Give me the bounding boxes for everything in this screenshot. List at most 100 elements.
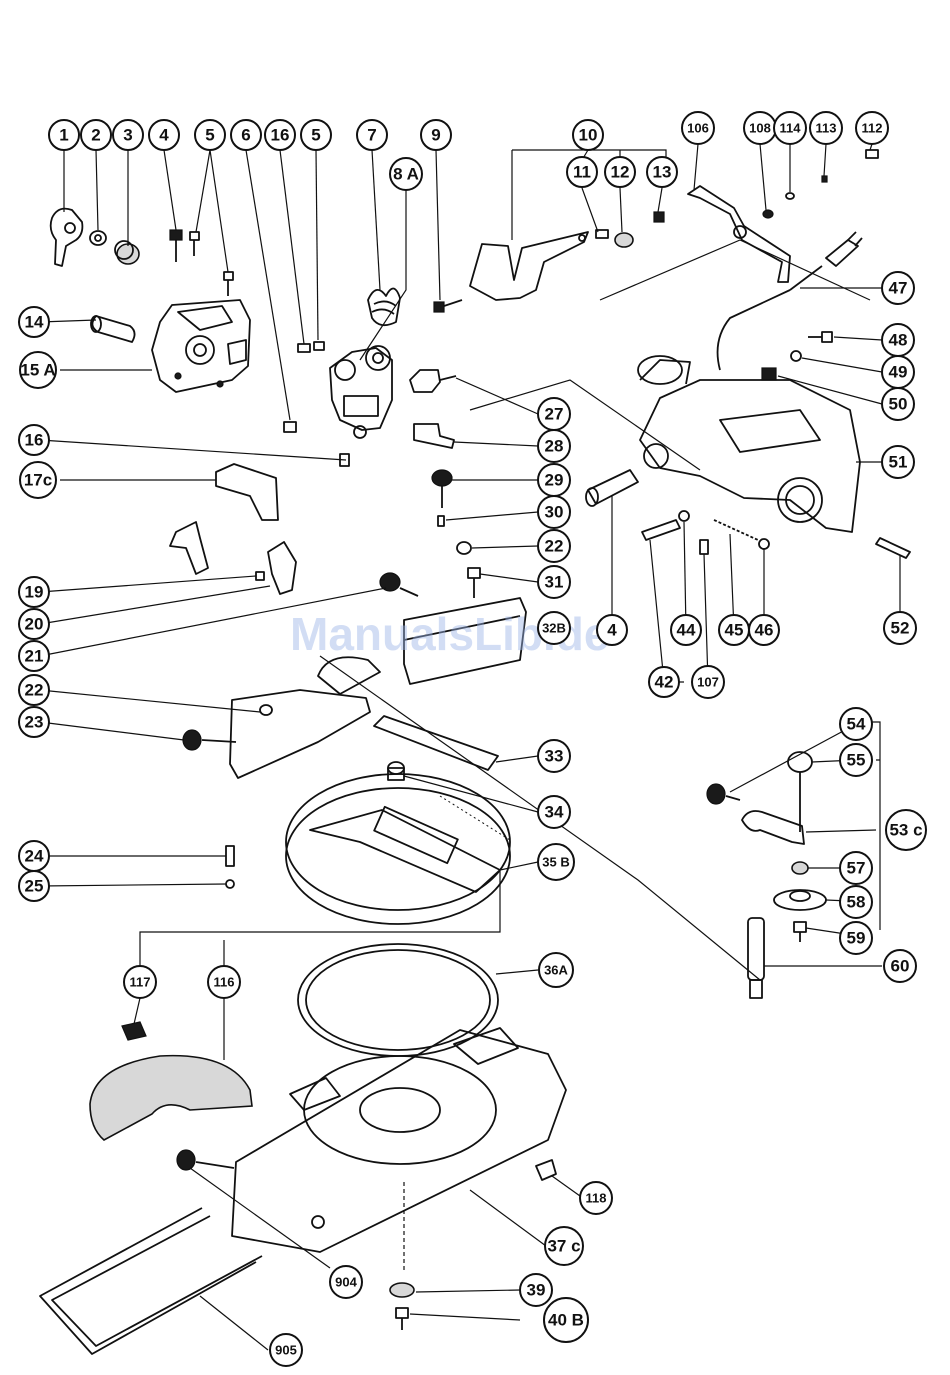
label-45: 45	[719, 615, 749, 645]
label-4b: 4	[597, 615, 627, 645]
part-117-block	[122, 1022, 146, 1040]
label-14: 14	[19, 307, 49, 337]
label-118-text: 118	[586, 1191, 607, 1206]
parts-24-25	[226, 846, 234, 888]
label-31-text: 31	[545, 573, 564, 592]
label-34: 34	[538, 796, 570, 828]
label-12: 12	[605, 157, 635, 187]
label-50: 50	[882, 388, 914, 420]
label-7: 7	[357, 120, 387, 150]
label-6-text: 6	[241, 126, 250, 145]
label-35B-text: 35 B	[542, 855, 569, 870]
label-1-text: 1	[59, 126, 68, 145]
label-59: 59	[840, 922, 872, 954]
label-5a: 5	[195, 120, 225, 150]
label-17C: 17c	[20, 462, 56, 498]
label-33: 33	[538, 740, 570, 772]
label-5b: 5	[301, 120, 331, 150]
label-4b-text: 4	[607, 621, 617, 640]
label-24: 24	[19, 841, 49, 871]
part-116-plate	[90, 1056, 252, 1140]
label-16b-text: 16	[25, 431, 44, 450]
label-54-text: 54	[847, 715, 866, 734]
part-14-pin	[91, 316, 135, 342]
label-20: 20	[19, 609, 49, 639]
label-8A: 8 A	[390, 158, 422, 190]
label-16a: 16	[265, 120, 295, 150]
label-47-text: 47	[889, 279, 908, 298]
label-36A-text: 36A	[544, 963, 568, 978]
label-40B: 40 B	[544, 1298, 588, 1342]
label-20-text: 20	[25, 615, 44, 634]
label-37C: 37 c	[545, 1227, 583, 1265]
label-22a: 22	[538, 530, 570, 562]
part-27-knob	[410, 370, 456, 392]
label-107: 107	[692, 666, 724, 698]
label-113: 113	[810, 112, 842, 144]
label-12-text: 12	[611, 163, 630, 182]
label-106-text: 106	[687, 121, 709, 136]
label-13-text: 13	[653, 163, 672, 182]
label-60: 60	[884, 950, 916, 982]
part-3-collar	[115, 241, 139, 264]
label-114: 114	[774, 112, 806, 144]
label-29-text: 29	[545, 471, 564, 490]
label-30: 30	[538, 496, 570, 528]
part-51-housing	[638, 356, 860, 532]
part-905-handle	[40, 1208, 262, 1354]
label-117: 117	[124, 966, 156, 998]
label-49-text: 49	[889, 363, 908, 382]
label-108-text: 108	[749, 121, 771, 136]
label-904: 904	[330, 1266, 362, 1298]
part-2-washer	[90, 231, 106, 245]
label-25-text: 25	[25, 877, 44, 896]
label-53C-text: 53 c	[889, 821, 922, 840]
label-5a-text: 5	[205, 126, 214, 145]
label-27-text: 27	[545, 405, 564, 424]
label-14-text: 14	[25, 313, 44, 332]
label-45-text: 45	[725, 621, 744, 640]
label-19: 19	[19, 577, 49, 607]
part-904-knob	[177, 1150, 234, 1170]
label-37C-text: 37 c	[547, 1237, 580, 1256]
label-2-text: 2	[91, 126, 100, 145]
label-6: 6	[231, 120, 261, 150]
label-55: 55	[840, 744, 872, 776]
label-55-text: 55	[847, 751, 866, 770]
label-1: 1	[49, 120, 79, 150]
part-47-cord	[718, 232, 862, 370]
label-21-text: 21	[25, 647, 44, 666]
part-34-pin	[388, 762, 404, 780]
label-27: 27	[538, 398, 570, 430]
part-31-screw	[468, 568, 480, 598]
label-117-text: 117	[130, 975, 151, 990]
label-58-text: 58	[847, 893, 866, 912]
part-17C-lock	[170, 464, 296, 594]
label-22a-text: 22	[545, 537, 564, 556]
part-8A-holder	[330, 346, 392, 438]
part-106-lever	[688, 186, 790, 282]
part-29-knob	[432, 470, 452, 508]
label-904-text: 904	[335, 1275, 357, 1290]
label-7-text: 7	[367, 126, 376, 145]
label-30-text: 30	[545, 503, 564, 522]
label-118: 118	[580, 1182, 612, 1214]
label-116-text: 116	[214, 975, 235, 990]
label-39-text: 39	[527, 1281, 546, 1300]
label-52-text: 52	[891, 619, 910, 638]
label-32B: 32B	[538, 612, 570, 644]
part-35B-turntable	[286, 774, 510, 924]
label-58: 58	[840, 886, 872, 918]
part-15A-bracket	[152, 300, 250, 392]
part-37C-base	[232, 1028, 566, 1252]
part-1-lever	[51, 209, 83, 266]
label-28: 28	[538, 430, 570, 462]
label-57: 57	[840, 852, 872, 884]
label-39: 39	[520, 1274, 552, 1306]
label-16a-text: 16	[271, 126, 290, 145]
part-drawings	[40, 150, 910, 1354]
parts-108-114-113-112	[763, 150, 878, 218]
label-47: 47	[882, 272, 914, 304]
label-54: 54	[840, 708, 872, 740]
label-23-text: 23	[25, 713, 44, 732]
